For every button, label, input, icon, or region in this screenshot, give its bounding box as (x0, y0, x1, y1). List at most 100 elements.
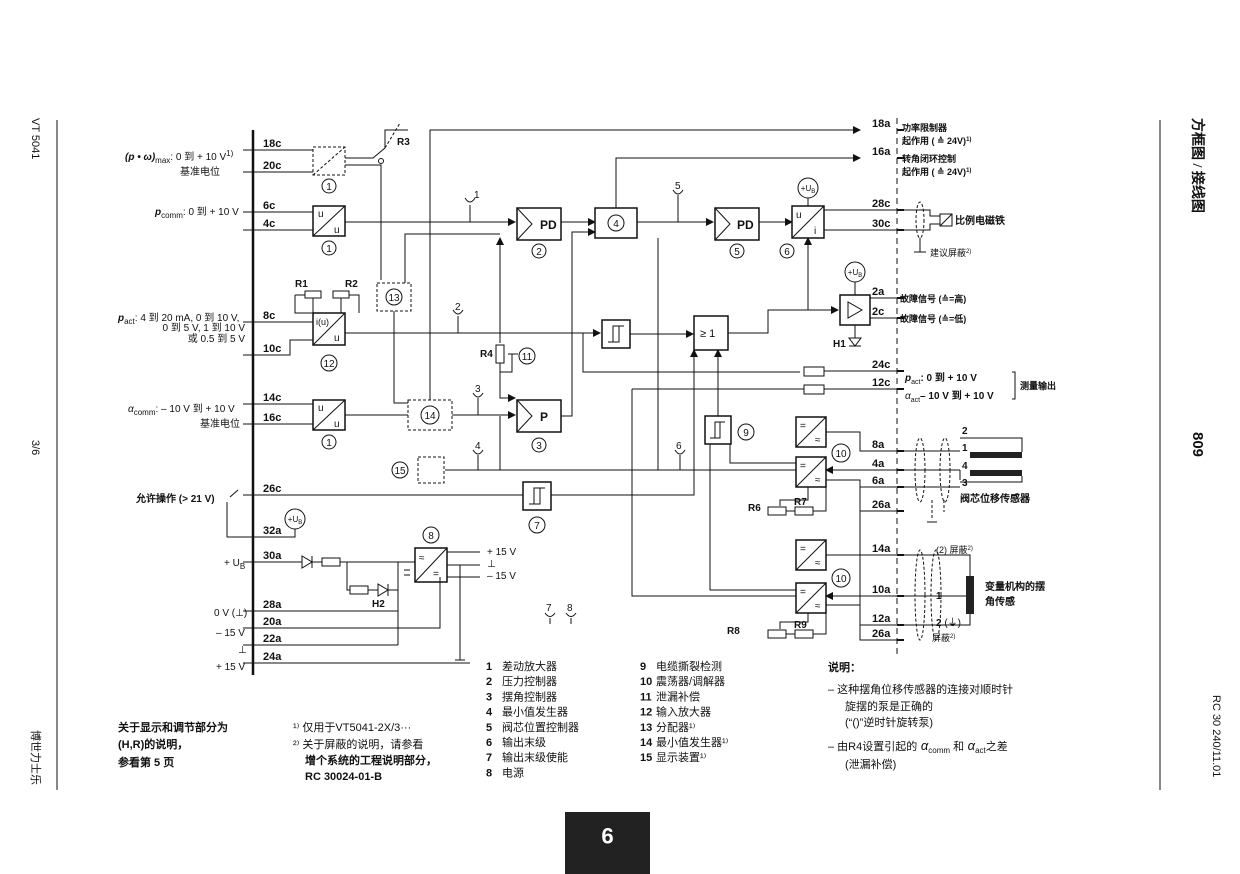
shield-lbl: 屏蔽2) (932, 632, 955, 643)
legend-item: 最小值发生器¹⁾ (656, 735, 729, 749)
swash-wire-2: 2 (⏚) (936, 617, 961, 629)
resistor-r8 (767, 629, 787, 639)
sensor-coil-1 (970, 452, 1022, 458)
block-10b-ac: ≈ (815, 558, 821, 569)
sensor-wire-2: 2 (962, 426, 968, 437)
legend-item: 差动放大器 (502, 659, 557, 673)
legend-item: 输出末级使能 (502, 750, 568, 764)
ub-label: + UB (224, 558, 245, 571)
block-4 (594, 207, 638, 239)
num-circle-1c (321, 434, 337, 450)
testpoint-8: 8 (567, 603, 573, 614)
legend-item: 电源 (502, 765, 524, 779)
testpoint-6: 6 (676, 441, 682, 452)
num-circle-2 (531, 243, 547, 259)
right-pin-8a: 8a (872, 439, 885, 451)
right-pin-12c: 12c (872, 377, 890, 389)
swash-sensor-label-2: 角传感 (985, 595, 1015, 608)
right-pin-26a: 26a (872, 628, 891, 640)
block-8-ac: ≈ (419, 553, 425, 564)
testpoint-1: 1 (474, 190, 480, 201)
valve-sensor-label: 阀芯位移传感器 (960, 492, 1031, 505)
note-1-line2: 旋摆的泵是正确的 (845, 699, 933, 713)
right-pin-24c: 24c (872, 359, 890, 371)
label-r4: R4 (480, 349, 493, 360)
right-pin-4a: 4a (872, 458, 885, 470)
testpoint-4: 4 (475, 441, 481, 452)
num-1c: 1 (326, 438, 332, 449)
ub-circle-6-label: +UB (801, 184, 815, 195)
input-pact: pact: 4 到 20 mA, 0 到 10 V, (117, 312, 239, 326)
block-6-i: i (814, 226, 816, 237)
block-10b-eq: = (800, 544, 806, 555)
block-2-pd (516, 207, 562, 241)
block-1b-diag (312, 205, 346, 237)
block-1c-diag (312, 399, 346, 431)
num-10b: 10 (835, 574, 847, 585)
legend-item: 电缆撕裂检测 (656, 659, 722, 673)
num-9: 9 (743, 428, 749, 439)
sensor-coil-2 (970, 470, 1022, 476)
label-h2: H2 (372, 599, 385, 610)
label-r8: R8 (727, 626, 740, 637)
out-power-limit-active: 起作用 ( ≙ 24V)1) (901, 135, 971, 146)
legend-number: 5 (486, 722, 492, 734)
testpoint-2: 2 (455, 302, 461, 313)
fuse (321, 557, 341, 567)
block-8-eq: = (433, 569, 439, 580)
num-circle-5 (729, 243, 745, 259)
legend-number: 14 (640, 737, 653, 749)
num-15: 15 (394, 466, 406, 477)
num-circle-14 (420, 405, 440, 425)
num-circle-6 (779, 243, 795, 259)
page-tab-number: 9 (601, 823, 614, 848)
legend-number: 6 (486, 737, 492, 749)
left-pin-14c: 14c (263, 392, 281, 404)
block-1c-u1: u (318, 403, 324, 414)
shield-2-label: (2) 屏蔽2) (936, 544, 973, 555)
left-pin-16c: 16c (263, 412, 281, 424)
block-12-u: u (334, 333, 340, 344)
num-circle-4 (607, 214, 625, 232)
left-pin-10c: 10c (263, 343, 281, 355)
num-8: 8 (428, 531, 434, 542)
legend-number: 2 (486, 676, 492, 688)
schmitt-trigger (601, 319, 631, 349)
doc-ref: RC 30 240/11.01 (1210, 695, 1222, 777)
publisher: 博世力士乐 (29, 730, 42, 785)
meas-out-label: 测量输出 (1020, 380, 1056, 391)
resistor-meas-2 (803, 384, 825, 395)
num-1a: 1 (326, 182, 332, 193)
block-5-pd (714, 207, 760, 241)
block-1a-diag (312, 146, 346, 176)
footnote-2-line1: ²⁾ 关于屏蔽的说明，请参看 (293, 737, 423, 751)
footnote-2-line3: RC 30024-01-B (305, 771, 382, 783)
legend-item: 压力控制器 (502, 674, 557, 688)
solenoid-label: 比例电磁铁 (955, 214, 1005, 227)
left-pin-group: 18c20c6c4c8c10c14c16c26c32a30a28a20a22a2… (243, 138, 282, 664)
out-fault-low: 故障信号 (≙=低) (900, 313, 966, 324)
block-1b-u2: u (334, 225, 340, 236)
resistor-r2 (332, 290, 350, 299)
notes-title: 说明： (828, 660, 861, 674)
fault-driver (839, 294, 871, 326)
swash-sensor-label-1: 变量机构的摆 (985, 580, 1045, 593)
right-pin-30c: 30c (872, 218, 890, 230)
left-pin-6c: 6c (263, 200, 275, 212)
right-pin-14a: 14a (872, 543, 891, 555)
num-circle-13 (385, 288, 403, 306)
sensor-wire-4: 4 (962, 461, 968, 472)
input-pmax: (p • ω)max: 0 到 + 10 V1) (125, 149, 234, 165)
resistor-r7 (794, 506, 814, 516)
legend-number: 7 (486, 752, 492, 764)
legend-item: 泄漏补偿 (656, 689, 700, 703)
right-pin-12a: 12a (872, 613, 891, 625)
right-pin-26a: 26a (872, 499, 891, 511)
num-circle-9 (737, 423, 755, 441)
right-pin-2c: 2c (872, 306, 884, 318)
block-3-p (516, 399, 562, 433)
block-10b-ac2: ≈ (815, 601, 821, 612)
ub-circle-supply-label: +UB (288, 515, 302, 526)
left-pin-24a: 24a (263, 651, 282, 663)
